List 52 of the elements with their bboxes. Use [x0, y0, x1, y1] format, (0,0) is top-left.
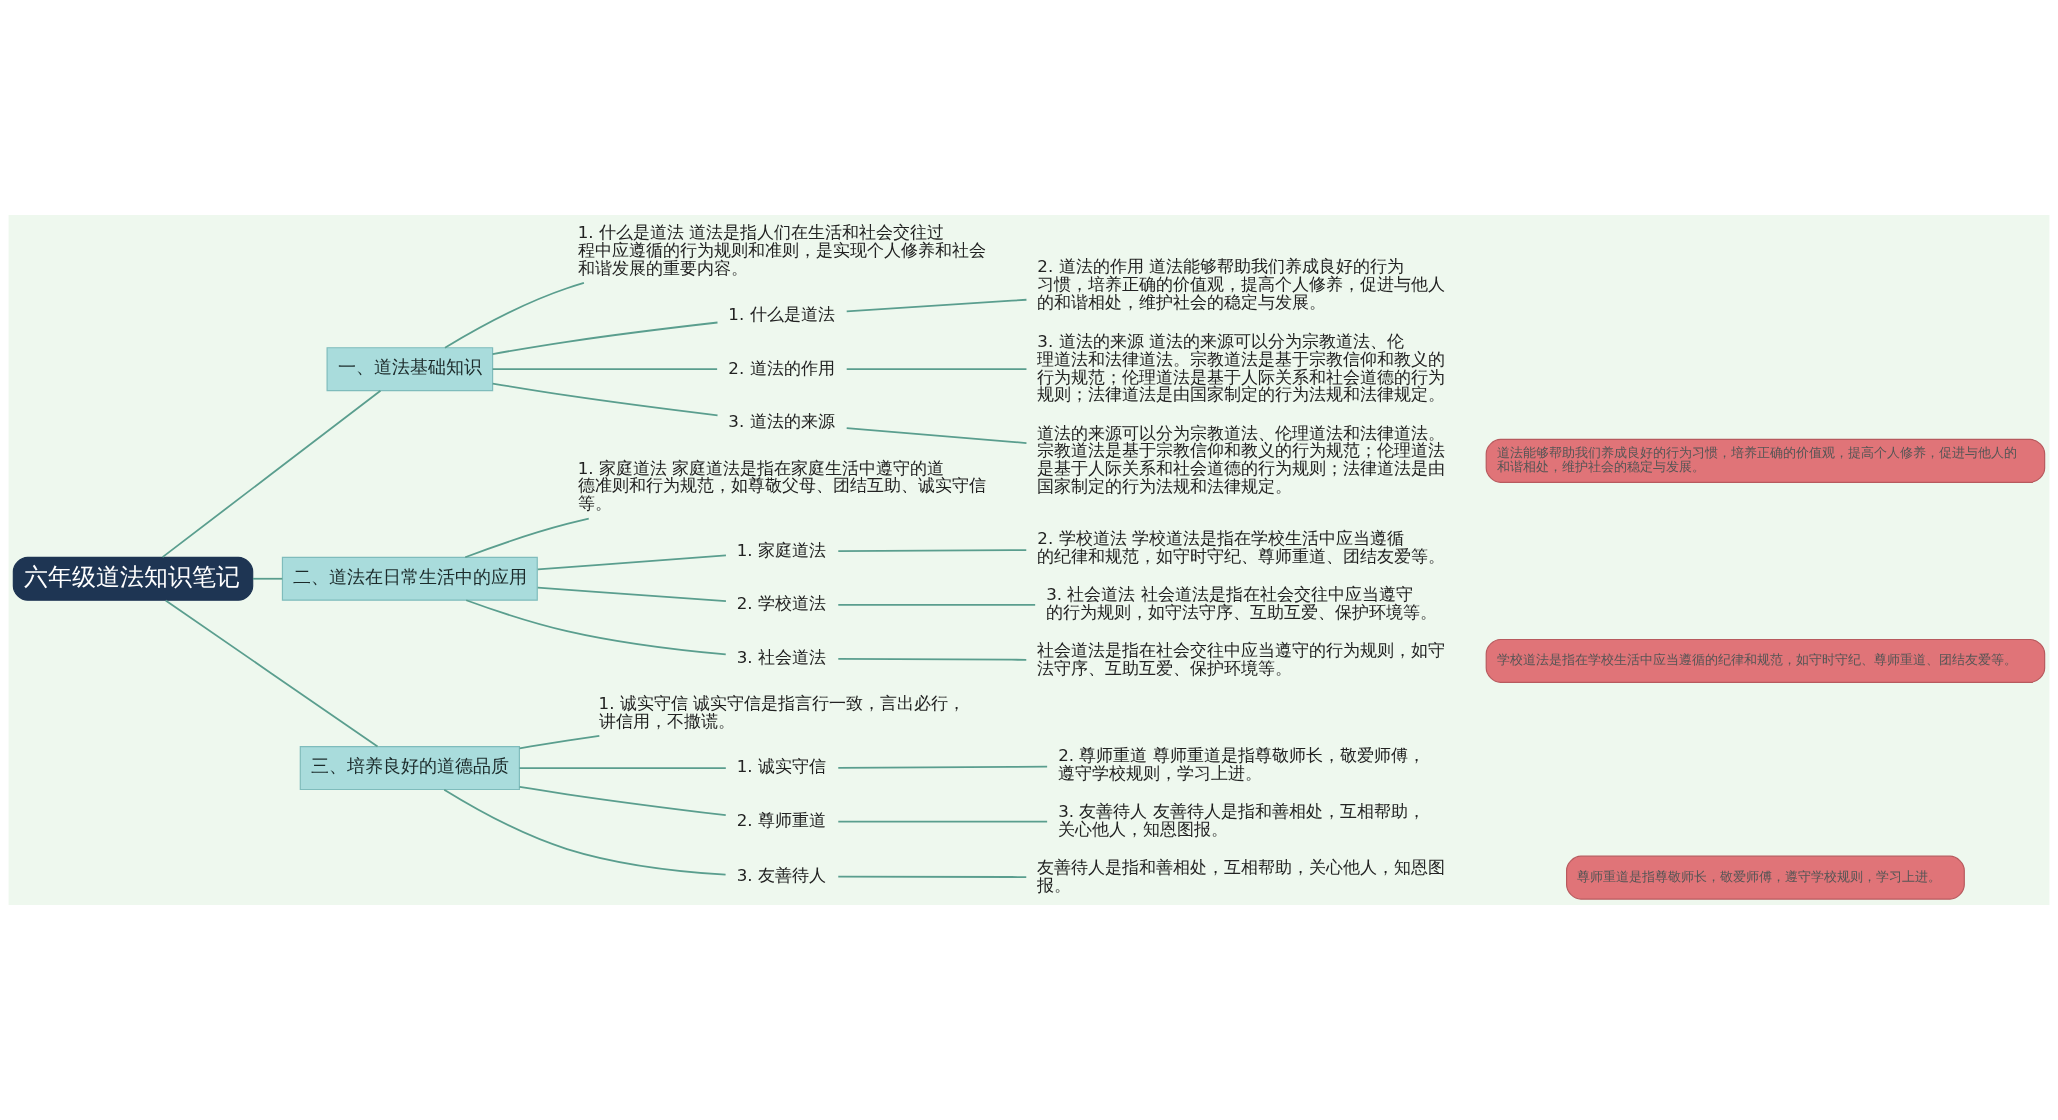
connector — [518, 735, 601, 750]
connector — [465, 599, 727, 656]
node-text: 1. 诚实守信 诚实守信是指言行一致，言出必行，讲信用，不撒谎。 — [598, 693, 966, 731]
connector — [837, 604, 1037, 606]
connector — [536, 586, 727, 602]
connector — [252, 577, 284, 580]
connector — [444, 282, 585, 349]
connector — [837, 765, 1049, 769]
connector — [845, 427, 1028, 444]
connector — [536, 554, 727, 571]
node-box: 六年级道法知识笔记 — [12, 556, 254, 601]
connector — [837, 657, 1028, 661]
node-text: 2. 尊师重道 — [736, 811, 826, 831]
connector — [837, 875, 1028, 878]
connector — [845, 368, 1028, 371]
node-text: 社会道法是指在社会交往中应当遵守的行为规则，如守法守序、互助互爱、保护环境等。 — [1037, 641, 1446, 679]
node-text: 1. 家庭道法 家庭道法是指在家庭生活中遵守的道德准则和行为规范，如尊敬父母、团结互助、诚实守信等。 — [577, 458, 986, 514]
node-text: 1. 什么是道法 道法是指人们在生活和社会交往过程中应遵循的行为规则和准则，是实现个人修养和社会和谐发展的重要内容。 — [577, 222, 986, 278]
node-text: 2. 学校道法 学校道法是指在学校生活中应当遵循的纪律和规范，如守时守纪、尊师重道、团结友爱等。 — [1037, 529, 1446, 567]
node-box: 二、道法在日常生活中的应用 — [281, 556, 538, 601]
connector — [837, 549, 1028, 552]
node-text: 3. 道法的来源 道法的来源可以分为宗教道法、伦理道法和法律道法。宗教道法是基于宗教信仰和教义的行为规范；伦理道法是基于人际关系和社会道德的行为规则；法律道法是由国家制定的行为法规和法律规定。 — [1037, 331, 1446, 405]
node-text: 2. 道法的作用 道法能够帮助我们养成良好的行为习惯，培养正确的价值观，提高个人修养，促进与他人的和谐相处，维护社会的稳定与发展。 — [1037, 257, 1446, 313]
node-text: 3. 友善待人 友善待人是指和善相处，互相帮助，关心他人，知恩图报。 — [1058, 802, 1425, 839]
node-text: 3. 社会道法 社会道法是指在社会交往中应当遵守的行为规则，如守法守序、互助互爱、保护环境等。 — [1046, 585, 1438, 623]
node-box: 三、培养良好的道德品质 — [299, 746, 520, 791]
connector — [161, 389, 382, 558]
connector — [845, 298, 1028, 313]
node-text: 3. 社会道法 — [736, 647, 826, 667]
node-box: 一、道法基础知识 — [326, 347, 494, 392]
node-text: 道法的来源可以分为宗教道法、伦理道法和法律道法。宗教道法是基于宗教信仰和教义的行为规范；伦理道法是基于人际关系和社会道德的行为规则；法律道法是由国家制定的行为法规和法律规定。 — [1037, 423, 1446, 497]
node-text: 1. 家庭道法 — [736, 540, 826, 560]
node-text: 2. 道法的作用 — [728, 358, 835, 378]
connector — [164, 599, 379, 748]
node-text: 2. 学校道法 — [736, 594, 826, 614]
node-text: 3. 道法的来源 — [728, 412, 835, 432]
connector — [837, 820, 1049, 823]
node-text: 1. 诚实守信 — [736, 757, 826, 777]
connector — [491, 321, 719, 355]
node-text: 3. 友善待人 — [736, 865, 826, 885]
node-box: 学校道法是指在学校生活中应当遵循的纪律和规范，如守时守纪、尊师重道、团结友爱等。 — [1485, 638, 2046, 683]
node-text: 2. 尊师重道 尊师重道是指尊敬师长，敬爱师傅，遵守学校规则，学习上进。 — [1058, 746, 1425, 784]
node-box: 道法能够帮助我们养成良好的行为习惯，培养正确的价值观，提高个人修养，促进与他人的和谐相处，维护社会的稳定与发展。 — [1485, 438, 2046, 483]
connector — [443, 788, 727, 876]
connector — [491, 382, 719, 417]
connector — [491, 368, 718, 371]
connector — [518, 767, 727, 769]
node-text: 1. 什么是道法 — [728, 305, 835, 325]
connector — [518, 785, 727, 817]
node-box: 尊师重道是指尊敬师长，敬爱师傅，遵守学校规则，学习上进。 — [1566, 855, 1965, 900]
node-text: 友善待人是指和善相处，互相帮助，关心他人，知恩图报。 — [1037, 858, 1446, 895]
connector — [464, 517, 590, 559]
